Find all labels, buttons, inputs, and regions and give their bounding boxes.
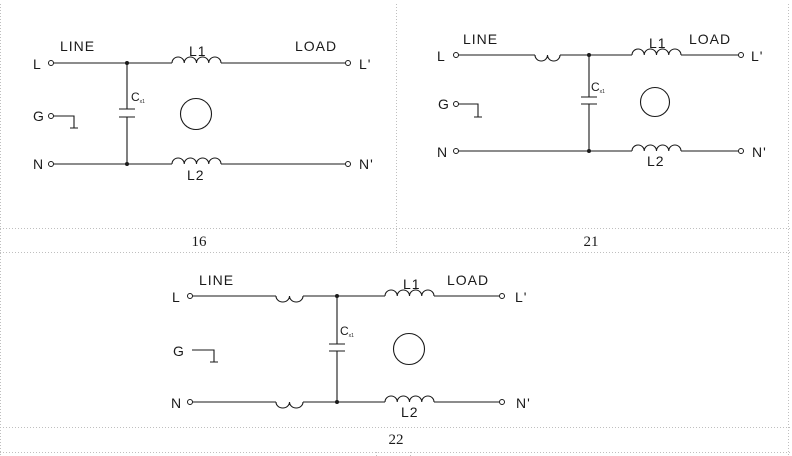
label-l: L: [172, 289, 181, 305]
label-g: G: [33, 108, 45, 124]
label-l-out: L': [751, 48, 763, 64]
junction-dot: [125, 162, 129, 166]
wiring: [192, 295, 499, 403]
terminal-n: [48, 161, 54, 167]
label-load: LOAD: [689, 31, 731, 47]
label-n-out: N': [359, 156, 374, 172]
terminal-l: [48, 60, 54, 66]
label-l-out: L': [359, 56, 371, 72]
label-n-out: N': [752, 144, 767, 160]
core-circle: [392, 332, 426, 366]
junction-dot: [587, 53, 591, 57]
terminal-g: [453, 101, 459, 107]
junction-dot: [125, 61, 129, 65]
label-l1: L1: [403, 276, 421, 292]
junction-dot: [335, 400, 339, 404]
core-circle: [179, 97, 213, 131]
wiring: [458, 54, 738, 152]
wiring: [53, 62, 345, 165]
diagram-22: LINE LOAD L1 L2 L L' G N N' Cx1: [171, 272, 531, 420]
terminal-l: [453, 52, 459, 58]
label-capacitor: Cx1: [340, 324, 354, 339]
label-l2: L2: [647, 153, 665, 169]
label-load: LOAD: [295, 38, 337, 54]
label-g: G: [438, 96, 450, 112]
label-l2: L2: [187, 167, 205, 183]
label-l1: L1: [189, 43, 207, 59]
inductor-l1: [631, 48, 682, 56]
label-load: LOAD: [447, 272, 489, 288]
caption-21: 21: [584, 234, 599, 250]
terminal-l-out: [499, 293, 505, 299]
terminal-l-out: [345, 60, 351, 66]
label-g: G: [173, 343, 185, 359]
table-grid: [0, 4, 792, 456]
inductor-l2: [171, 157, 222, 165]
series-choke-line: [534, 54, 561, 62]
label-capacitor: Cx1: [591, 80, 605, 95]
terminal-g: [48, 113, 54, 119]
inductor-l2: [384, 395, 435, 403]
label-n-out: N': [516, 395, 531, 411]
caption-22: 22: [389, 432, 404, 448]
terminal-n-out: [738, 148, 744, 154]
label-line: LINE: [199, 272, 234, 288]
label-capacitor: Cx1: [131, 90, 145, 105]
label-l: L: [33, 56, 42, 72]
label-n: N: [33, 156, 44, 172]
terminal-l: [187, 293, 193, 299]
label-l1: L1: [649, 35, 667, 51]
label-l-out: L': [515, 289, 527, 305]
caption-16: 16: [192, 234, 208, 250]
inductor-l1: [384, 289, 435, 297]
series-choke-line: [275, 295, 304, 303]
label-n: N: [171, 395, 182, 411]
diagram-21: LINE LOAD L1 L2 L L' G N N' Cx1: [437, 31, 767, 169]
terminal-n: [453, 148, 459, 154]
terminal-n-out: [345, 161, 351, 167]
label-l: L: [437, 48, 446, 64]
label-l2: L2: [401, 404, 419, 420]
inductor-l2: [631, 144, 682, 152]
inductor-l1: [171, 56, 222, 64]
junction-dot: [335, 294, 339, 298]
label-n: N: [437, 144, 448, 160]
terminal-l-out: [738, 52, 744, 58]
series-choke-neutral: [275, 401, 304, 409]
label-line: LINE: [463, 31, 498, 47]
diagram-16: LINE LOAD L1 L2 L L' G N N' Cx1: [33, 38, 374, 183]
core-circle: [639, 86, 671, 118]
label-line: LINE: [60, 38, 95, 54]
terminal-n: [187, 399, 193, 405]
junction-dot: [587, 149, 591, 153]
terminal-n-out: [499, 399, 505, 405]
